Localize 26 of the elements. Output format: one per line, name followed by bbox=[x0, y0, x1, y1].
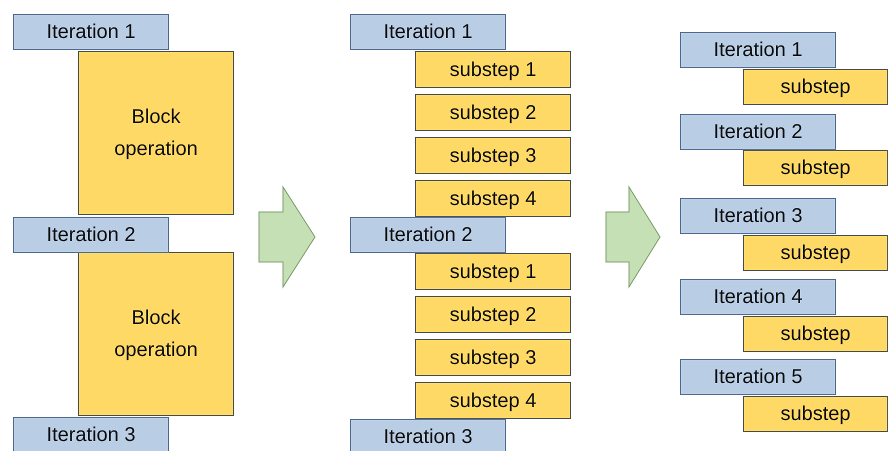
operation-box: substep 4 bbox=[415, 382, 571, 419]
iteration-box: Iteration 1 bbox=[680, 32, 836, 68]
operation-box: substep bbox=[743, 316, 888, 352]
operation-box: substep 1 bbox=[415, 51, 571, 88]
operation-box: substep 2 bbox=[415, 94, 571, 131]
operation-box: substep bbox=[743, 69, 888, 105]
iteration-box: Iteration 3 bbox=[13, 417, 169, 451]
operation-box: substep 3 bbox=[415, 339, 571, 376]
operation-box: substep 2 bbox=[415, 296, 571, 333]
operation-box: substep bbox=[743, 150, 888, 186]
iteration-box: Iteration 4 bbox=[680, 279, 836, 315]
iteration-box: Iteration 3 bbox=[350, 419, 506, 451]
iteration-box: Iteration 2 bbox=[680, 114, 836, 150]
iteration-box: Iteration 1 bbox=[350, 14, 506, 50]
operation-box: Block operation bbox=[78, 51, 234, 215]
operation-box: substep 1 bbox=[415, 253, 571, 290]
iteration-box: Iteration 1 bbox=[13, 14, 169, 50]
operation-box: substep 4 bbox=[415, 180, 571, 217]
operation-box: substep 3 bbox=[415, 137, 571, 174]
iteration-box: Iteration 5 bbox=[680, 359, 836, 395]
iteration-box: Iteration 2 bbox=[350, 217, 506, 253]
operation-box: substep bbox=[743, 235, 888, 271]
iteration-box: Iteration 2 bbox=[13, 217, 169, 253]
operation-box: substep bbox=[743, 396, 888, 432]
operation-box: Block operation bbox=[78, 252, 234, 416]
iteration-box: Iteration 3 bbox=[680, 198, 836, 234]
